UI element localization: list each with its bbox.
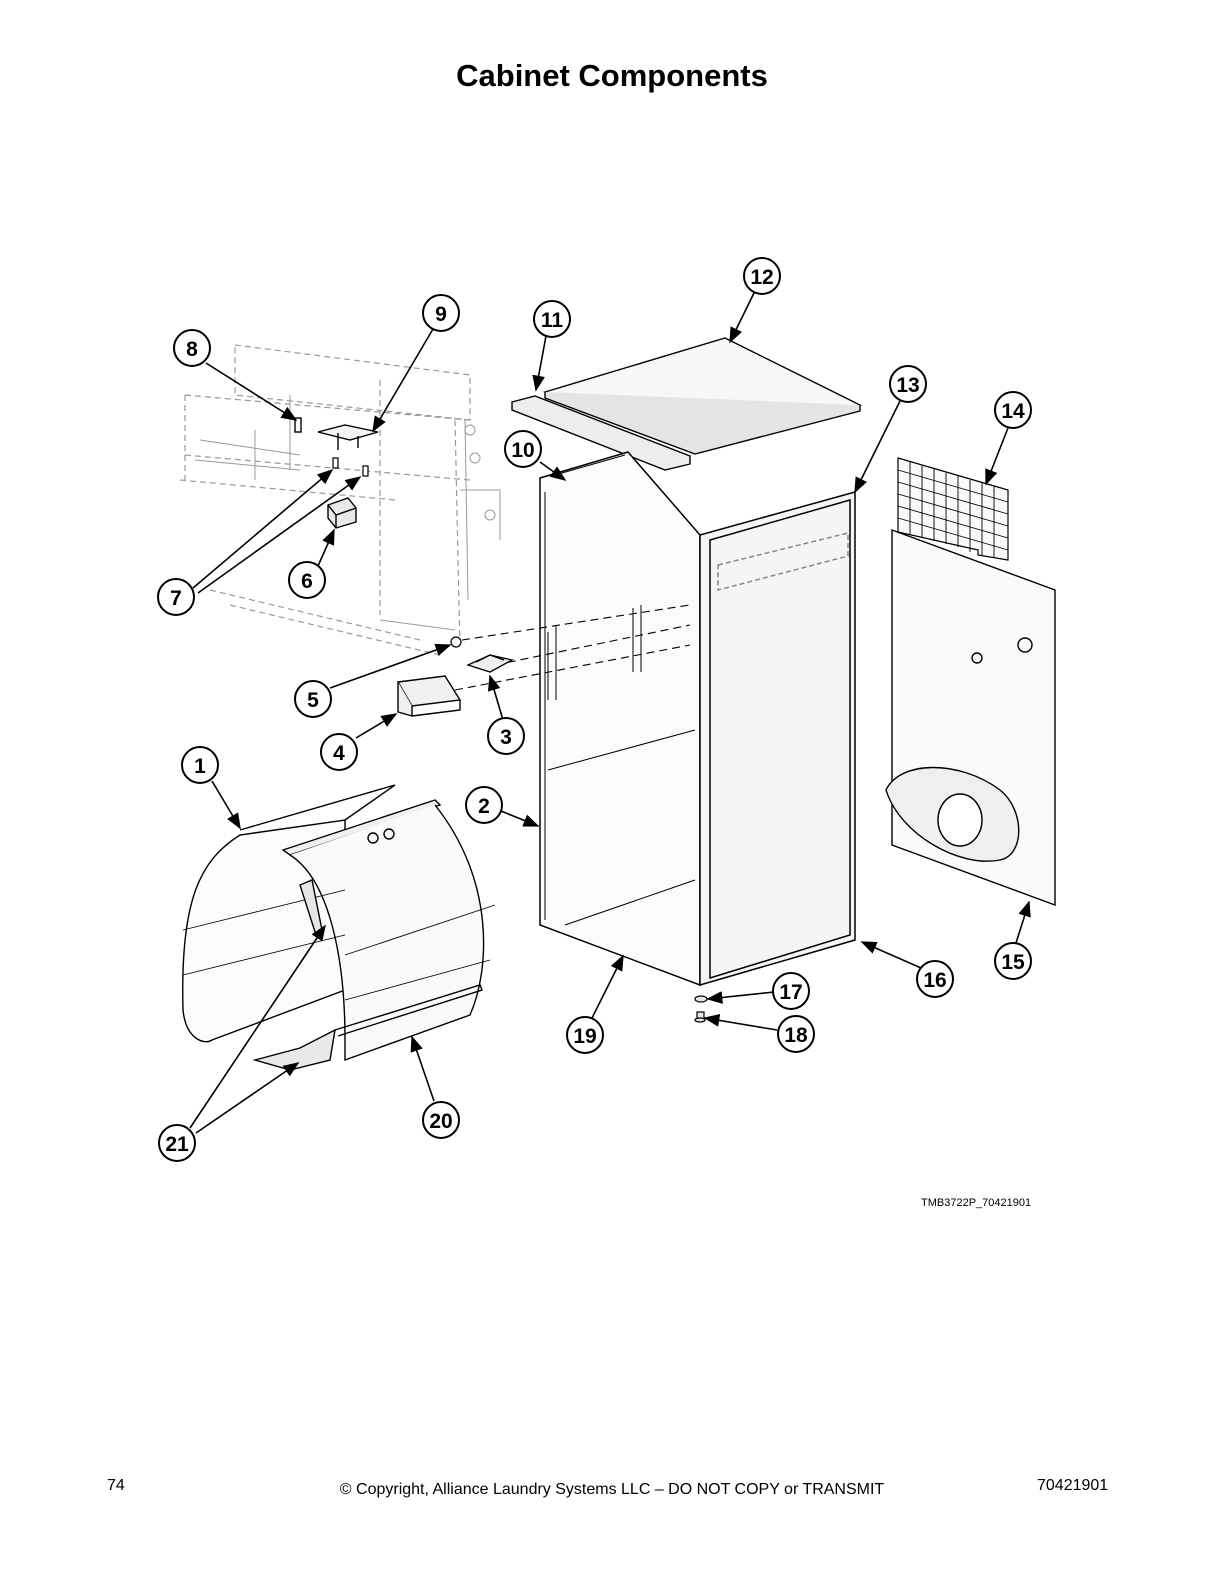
page-number: 74 xyxy=(107,1477,125,1494)
callout-1: 1 xyxy=(181,746,219,784)
part-5-fastener xyxy=(450,636,462,648)
callout-8: 8 xyxy=(173,329,211,367)
copyright-notice: © Copyright, Alliance Laundry Systems LL… xyxy=(339,1481,885,1498)
callout-10: 10 xyxy=(504,430,542,468)
leader-lines xyxy=(189,292,1031,1134)
svg-text:15: 15 xyxy=(1001,951,1025,974)
part-17-18-foot xyxy=(694,995,708,1023)
svg-text:10: 10 xyxy=(511,439,534,462)
callout-15: 15 xyxy=(994,942,1032,980)
svg-text:7: 7 xyxy=(170,587,182,610)
part-7-screws xyxy=(332,457,369,477)
svg-text:1: 1 xyxy=(194,755,206,778)
svg-text:11: 11 xyxy=(541,309,564,332)
part-12-top-panel xyxy=(542,337,862,455)
callout-12: 12 xyxy=(743,257,781,295)
svg-text:13: 13 xyxy=(896,374,919,397)
callout-18: 18 xyxy=(777,1015,815,1053)
callout-20: 20 xyxy=(422,1101,460,1139)
cabinet-body xyxy=(539,451,856,987)
callout-balloons: 1 2 3 4 5 6 7 8 9 10 11 12 13 14 15 16 1… xyxy=(157,257,1032,1162)
callout-6: 6 xyxy=(288,561,326,599)
part-4-duct xyxy=(396,675,462,717)
svg-text:20: 20 xyxy=(429,1110,452,1133)
svg-text:8: 8 xyxy=(186,338,198,361)
svg-text:9: 9 xyxy=(435,303,447,326)
document-number: 70421901 xyxy=(1037,1477,1109,1494)
svg-text:14: 14 xyxy=(1001,400,1025,423)
svg-text:18: 18 xyxy=(784,1024,808,1047)
page-title: Cabinet Components xyxy=(456,58,768,93)
svg-text:12: 12 xyxy=(750,266,773,289)
svg-text:5: 5 xyxy=(307,689,319,712)
callout-3: 3 xyxy=(487,717,525,755)
callout-4: 4 xyxy=(320,733,358,771)
part-14-grille xyxy=(897,457,1009,561)
ghost-frame xyxy=(179,344,471,656)
callout-21: 21 xyxy=(158,1124,196,1162)
svg-text:21: 21 xyxy=(165,1133,189,1156)
part-15-rear-panel xyxy=(885,528,1056,907)
part-6-block xyxy=(327,497,357,529)
drum-assembly xyxy=(182,784,496,1071)
part-11-top-rail xyxy=(511,395,691,471)
callout-5: 5 xyxy=(294,680,332,718)
svg-text:19: 19 xyxy=(573,1025,596,1048)
svg-text:17: 17 xyxy=(779,981,802,1004)
callout-17: 17 xyxy=(772,972,810,1010)
callout-19: 19 xyxy=(566,1016,604,1054)
part-8-stud xyxy=(294,417,302,433)
svg-text:6: 6 xyxy=(301,570,313,593)
callout-9: 9 xyxy=(422,294,460,332)
callout-7: 7 xyxy=(157,578,195,616)
svg-text:16: 16 xyxy=(923,969,946,992)
part-9-bracket xyxy=(317,424,379,450)
part-3-tray xyxy=(466,654,514,673)
ghost-frame-solid xyxy=(194,395,501,631)
callout-16: 16 xyxy=(916,960,954,998)
callout-11: 11 xyxy=(533,300,571,338)
callout-13: 13 xyxy=(889,365,927,403)
callout-2: 2 xyxy=(465,786,503,824)
figure-code: TMB3722P_70421901 xyxy=(921,1197,1032,1209)
svg-text:4: 4 xyxy=(333,742,345,765)
callout-14: 14 xyxy=(994,391,1032,429)
svg-text:2: 2 xyxy=(478,795,490,818)
svg-text:3: 3 xyxy=(500,726,512,749)
